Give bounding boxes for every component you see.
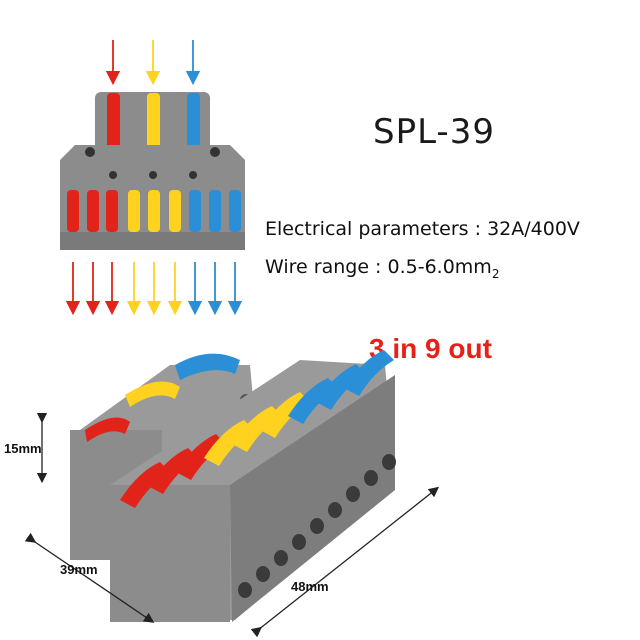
wire-range: Wire range : 0.5-6.0mm2 (265, 256, 499, 281)
output-lever-yellow (169, 190, 181, 232)
wire-hole (346, 486, 360, 502)
output-lever-red (67, 190, 79, 232)
connector-3d (70, 350, 396, 622)
wire-hole (310, 518, 324, 534)
wire-value: 0.5-6.0mm (387, 256, 492, 278)
wire-hole (328, 502, 342, 518)
height-label: 15mm (4, 441, 42, 456)
front-lever-blue (344, 350, 394, 396)
wire-hole (382, 454, 396, 470)
dimension-lines (24, 412, 440, 638)
output-lever-yellow (148, 190, 160, 232)
output-levers (67, 190, 241, 232)
input-lever-blue (187, 93, 200, 155)
wire-hole (292, 534, 306, 550)
wire-hole (364, 470, 378, 486)
model-title: SPL-39 (373, 112, 495, 152)
connector-schematic (60, 92, 245, 250)
input-lever-yellow (147, 93, 160, 155)
front-levers (120, 350, 394, 508)
output-arrows (65, 262, 243, 316)
electrical-parameters: Electrical parameters : 32A/400V (265, 218, 580, 240)
electrical-label: Electrical parameters : (265, 218, 488, 240)
input-lever-red (107, 93, 120, 155)
wire-label: Wire range : (265, 256, 388, 278)
back-lever-red (85, 417, 130, 442)
input-arrows (105, 40, 201, 86)
wire-hole (256, 566, 270, 582)
width-dimension-line (250, 486, 440, 638)
back-lever-yellow (125, 381, 180, 407)
electrical-value: 32A/400V (487, 218, 580, 240)
wire-unit-superscript: 2 (491, 266, 500, 281)
depth-label: 39mm (60, 562, 98, 577)
depth-dimension-line (24, 532, 155, 623)
back-lever-blue (175, 353, 240, 380)
output-lever-blue (209, 190, 221, 232)
wire-hole (238, 582, 252, 598)
output-lever-blue (189, 190, 201, 232)
width-label: 48mm (291, 579, 329, 594)
output-lever-red (87, 190, 99, 232)
output-lever-yellow (128, 190, 140, 232)
output-lever-red (106, 190, 118, 232)
output-lever-blue (229, 190, 241, 232)
wire-hole (274, 550, 288, 566)
